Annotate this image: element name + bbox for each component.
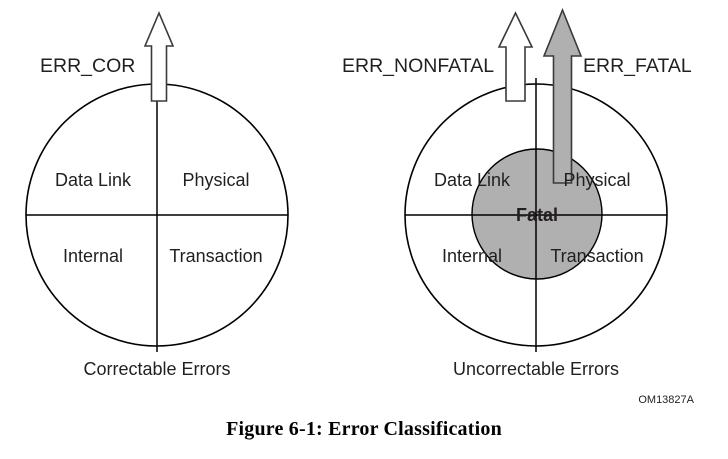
err-fatal-arrow-shape <box>542 7 583 184</box>
err-cor-arrow-shape <box>143 10 175 102</box>
correctable-errors-group: ERR_COR Data Link Physical Internal Tran… <box>25 10 289 379</box>
correctable-quadrant-transaction: Transaction <box>169 246 262 266</box>
correctable-quadrant-data-link: Data Link <box>55 170 132 190</box>
correctable-errors-caption: Correctable Errors <box>83 359 230 379</box>
uncorrectable-errors-group: ERR_NONFATAL ERR_FATAL Data Link Physica… <box>342 7 692 379</box>
correctable-quadrant-physical: Physical <box>182 170 249 190</box>
uncorrectable-quadrant-transaction: Transaction <box>550 246 643 266</box>
figure-caption: Figure 6-1: Error Classification <box>226 418 502 440</box>
err-cor-arrow <box>143 10 175 102</box>
err-nonfatal-arrow <box>497 11 534 102</box>
uncorrectable-quadrant-internal: Internal <box>442 246 502 266</box>
err-cor-label: ERR_COR <box>40 55 135 77</box>
correctable-quadrant-internal: Internal <box>63 246 123 266</box>
err-fatal-label: ERR_FATAL <box>583 55 692 77</box>
uncorrectable-quadrant-data-link: Data Link <box>434 170 511 190</box>
fatal-region-label: Fatal <box>516 205 558 225</box>
uncorrectable-quadrant-physical: Physical <box>563 170 630 190</box>
err-nonfatal-arrow-shape <box>497 11 534 102</box>
err-nonfatal-label: ERR_NONFATAL <box>342 55 494 77</box>
uncorrectable-errors-caption: Uncorrectable Errors <box>453 359 619 379</box>
err-fatal-arrow <box>542 7 583 184</box>
document-code-label: OM13827A <box>638 394 694 406</box>
